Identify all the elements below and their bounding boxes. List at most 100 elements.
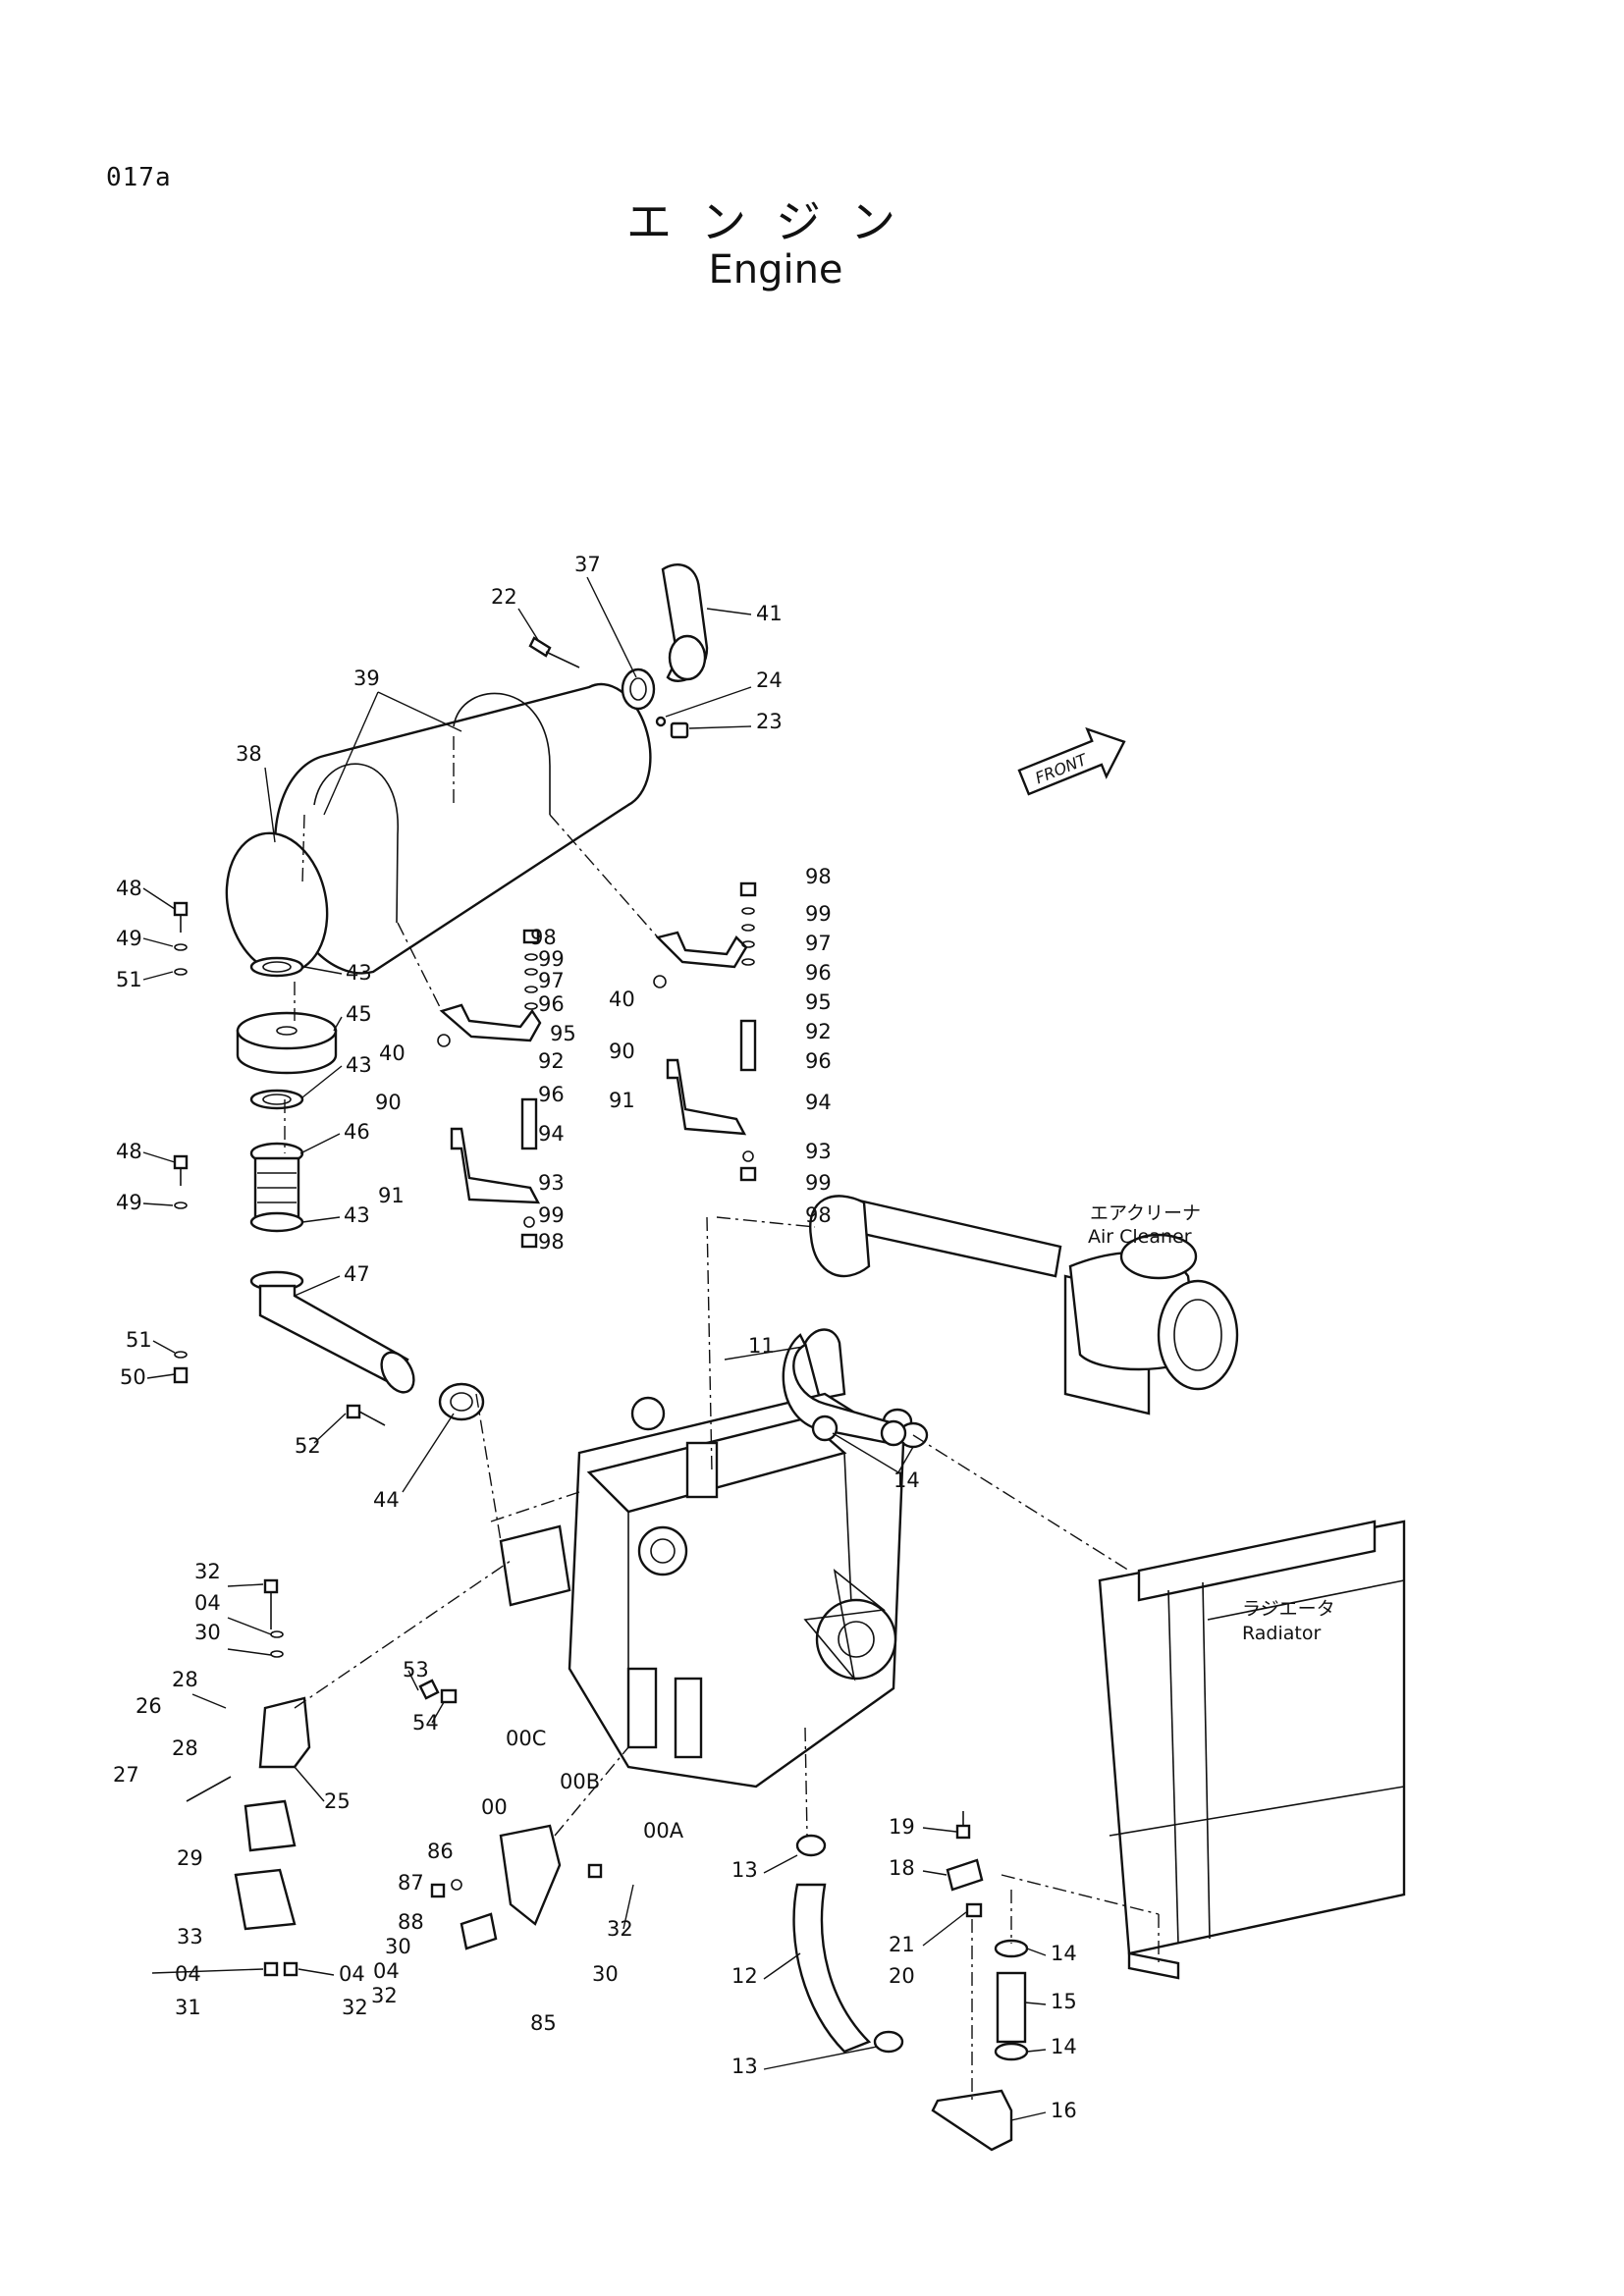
callout: 00 [481, 1795, 508, 1819]
callout: 54 [412, 1711, 439, 1735]
callout: 44 [373, 1488, 400, 1512]
callout: 49 [116, 927, 142, 950]
callout: 96 [538, 992, 565, 1016]
callout: 30 [385, 1935, 411, 1958]
callout: 53 [403, 1658, 429, 1682]
callout: 32 [342, 1996, 368, 2019]
callout: 00B [560, 1770, 600, 1793]
callout: 18 [889, 1856, 915, 1880]
air-cleaner-label-jp: エアクリーナ [1090, 1202, 1201, 1224]
exhaust-gasket [438, 1382, 485, 1421]
callout: 40 [609, 988, 635, 1011]
page-id: 017a [106, 163, 172, 192]
callout: 29 [177, 1846, 203, 1870]
assembly-lines [284, 814, 1160, 2101]
callout: 85 [530, 2011, 557, 2035]
front-arrow-icon: FRONT [1017, 726, 1126, 796]
callout: 25 [324, 1789, 351, 1813]
engine-mount-right [430, 1824, 603, 1950]
callout: 98 [538, 1230, 565, 1254]
callout: 48 [116, 1140, 142, 1163]
muffler-nut-washer [655, 716, 689, 739]
exhaust-pipe [258, 1284, 415, 1394]
callout: 40 [379, 1041, 406, 1065]
callout: 93 [805, 1140, 832, 1163]
callout: 51 [126, 1328, 152, 1352]
callout: 30 [592, 1962, 619, 1986]
callout: 13 [731, 1858, 758, 1882]
callout: 94 [805, 1091, 832, 1114]
callout: 49 [116, 1191, 142, 1214]
callout: 45 [346, 1002, 372, 1026]
callout: 92 [538, 1049, 565, 1073]
radiator-label: Radiator [1242, 1623, 1321, 1644]
muffler-bracket-right [653, 931, 757, 1182]
callout: 37 [574, 553, 601, 576]
callout: 31 [175, 1996, 201, 2019]
air-cleaner [1063, 1233, 1239, 1415]
callout: 14 [1051, 1942, 1077, 1965]
callout: 94 [538, 1122, 565, 1146]
callout: 46 [344, 1120, 370, 1144]
callout: 04 [175, 1962, 201, 1986]
small-bolts-left [173, 901, 189, 1384]
callout: 04 [373, 1959, 400, 1983]
callout: 13 [731, 2055, 758, 2078]
callout: 47 [344, 1262, 370, 1286]
callout: 90 [609, 1040, 635, 1063]
callout: 00A [643, 1819, 684, 1842]
callout: 87 [398, 1871, 424, 1895]
callout: 32 [371, 1984, 398, 2007]
lower-radiator-hose [792, 1834, 904, 2054]
callout: 43 [346, 1053, 372, 1077]
exhaust-flange-stack [236, 956, 338, 1292]
callout: 12 [731, 1964, 758, 1988]
callout: 15 [1051, 1990, 1077, 2013]
callout: 27 [113, 1763, 139, 1787]
callout: 99 [538, 947, 565, 971]
callout: 04 [339, 1962, 365, 1986]
tail-pipe [661, 563, 709, 682]
callout: 48 [116, 877, 142, 900]
callout: 21 [889, 1933, 915, 1956]
title-japanese: エンジン [626, 195, 925, 248]
drain-hose-assembly [931, 1811, 1029, 2152]
callout: 97 [538, 969, 565, 992]
callout: 99 [805, 902, 832, 926]
callout: 16 [1051, 2099, 1077, 2122]
radiator [1098, 1520, 1406, 1980]
title-english: Engine [708, 247, 843, 293]
callout: 20 [889, 1964, 915, 1988]
callout: 32 [194, 1560, 221, 1583]
exhaust-bolt [346, 1404, 386, 1426]
callout: 41 [756, 602, 783, 625]
callout: 92 [805, 1020, 832, 1043]
callout: 22 [491, 585, 517, 609]
callout: 00C [506, 1727, 546, 1750]
callout: 98 [530, 926, 557, 949]
callout: 30 [194, 1621, 221, 1644]
muffler [225, 682, 652, 975]
component-labels: エアクリーナ Air Cleaner ラジエータ Radiator [1088, 1202, 1335, 1644]
callout: 99 [538, 1203, 565, 1227]
callout: 91 [609, 1089, 635, 1112]
callout: 14 [1051, 2035, 1077, 2058]
callout: 04 [194, 1591, 221, 1615]
callout: 86 [427, 1840, 454, 1863]
upper-radiator-hose [782, 1333, 907, 1447]
callout: 98 [805, 865, 832, 888]
callout: 99 [805, 1171, 832, 1195]
connector-pieces [418, 1679, 458, 1704]
part-callouts: 37 22 41 39 24 23 38 48 49 51 43 45 43 4… [113, 553, 1077, 2122]
callout: 50 [120, 1365, 146, 1389]
callout: 93 [538, 1171, 565, 1195]
callout: 33 [177, 1925, 203, 1949]
callout: 96 [538, 1083, 565, 1106]
callout: 39 [353, 667, 380, 690]
callout: 28 [172, 1668, 198, 1691]
washer-stacks [522, 881, 757, 1010]
leader-lines [142, 576, 1047, 2121]
callout: 96 [805, 1049, 832, 1073]
callout: 96 [805, 961, 832, 985]
